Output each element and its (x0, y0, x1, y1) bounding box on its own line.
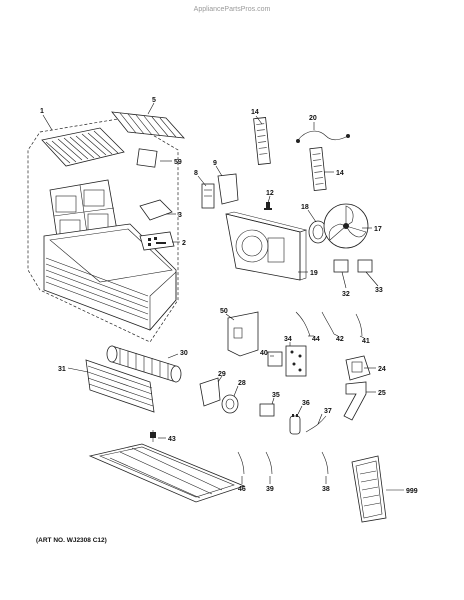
part-blower-motor (221, 394, 239, 414)
part-base-pan (88, 443, 246, 503)
part-condenser-fan (323, 203, 369, 249)
callout-17: 17 (374, 226, 382, 233)
callout-44: 44 (312, 336, 320, 343)
callout-5: 5 (152, 97, 156, 104)
part-electrical-box (345, 355, 371, 381)
callout-36: 36 (302, 400, 310, 407)
part-wire-44 (295, 311, 311, 337)
callout-39: 39 (266, 486, 274, 493)
part-duct-bracket (343, 381, 367, 421)
part-control-board (285, 345, 307, 377)
part-door (139, 199, 173, 221)
callout-19: 19 (310, 270, 318, 277)
callout-8: 8 (194, 170, 198, 177)
callout-14a: 14 (251, 109, 259, 116)
part-bracket-9 (217, 173, 239, 205)
part-wire-41 (355, 313, 363, 337)
callout-32: 32 (342, 291, 350, 298)
callout-3: 3 (178, 212, 182, 219)
callout-24: 24 (378, 366, 386, 373)
callout-2: 2 (182, 240, 186, 247)
callout-37: 37 (324, 408, 332, 415)
watermark: AppliancePartsPros.com (194, 6, 271, 13)
callout-1: 1 (40, 108, 44, 115)
leader-lines (42, 102, 404, 491)
part-wire-37 (305, 415, 327, 433)
callout-34: 34 (284, 336, 292, 343)
callout-18: 18 (301, 204, 309, 211)
callout-43: 43 (168, 436, 176, 443)
callout-33: 33 (375, 287, 383, 294)
part-mounting-bracket (227, 311, 259, 357)
part-bracket-33 (357, 259, 373, 273)
part-capacitor (289, 414, 301, 435)
part-small-board (267, 351, 283, 367)
part-vent-grille-upper (253, 117, 271, 165)
part-bulkhead (225, 211, 308, 281)
part-evaporator-coil (85, 359, 155, 413)
callout-41: 41 (362, 338, 370, 345)
callout-9: 9 (213, 160, 217, 167)
callout-50: 50 (220, 308, 228, 315)
part-wire-38 (321, 451, 329, 475)
part-control-panel (139, 231, 175, 251)
callout-25: 25 (378, 390, 386, 397)
callout-14b: 14 (336, 170, 344, 177)
part-owners-manual (351, 455, 387, 523)
callout-35: 35 (272, 392, 280, 399)
callout-20: 20 (309, 115, 317, 122)
callout-38: 38 (322, 486, 330, 493)
part-wire-42 (321, 311, 335, 335)
part-capacitor-box (259, 403, 275, 417)
callout-labels: 1 2 3 5 8 9 12 14 14 17 18 19 20 24 25 2… (40, 97, 418, 495)
part-front-cabinet (43, 223, 177, 331)
art-number: (ART NO. WJ2308 C12) (36, 537, 107, 544)
callout-28: 28 (238, 380, 246, 387)
part-wire-46 (237, 451, 245, 475)
part-front-grille (41, 127, 125, 167)
callout-31: 31 (58, 366, 66, 373)
callout-42: 42 (336, 336, 344, 343)
callout-29: 29 (218, 371, 226, 378)
part-screw (264, 202, 272, 210)
part-label-sheet (136, 148, 158, 168)
part-filter-strip (111, 111, 185, 139)
callout-46: 46 (238, 486, 246, 493)
callout-40: 40 (260, 350, 268, 357)
part-clip (150, 430, 156, 442)
part-motor-mount (199, 377, 221, 407)
part-vent-grille-right (309, 147, 327, 191)
part-bracket-32 (333, 259, 349, 273)
callout-999: 999 (406, 488, 418, 495)
part-blower-wheel (106, 345, 182, 383)
callout-30: 30 (180, 350, 188, 357)
part-fan-motor (308, 220, 328, 244)
callout-12: 12 (266, 190, 274, 197)
callout-59: 59 (174, 159, 182, 166)
part-wire-harness (297, 130, 349, 141)
part-wire-39 (265, 451, 273, 475)
